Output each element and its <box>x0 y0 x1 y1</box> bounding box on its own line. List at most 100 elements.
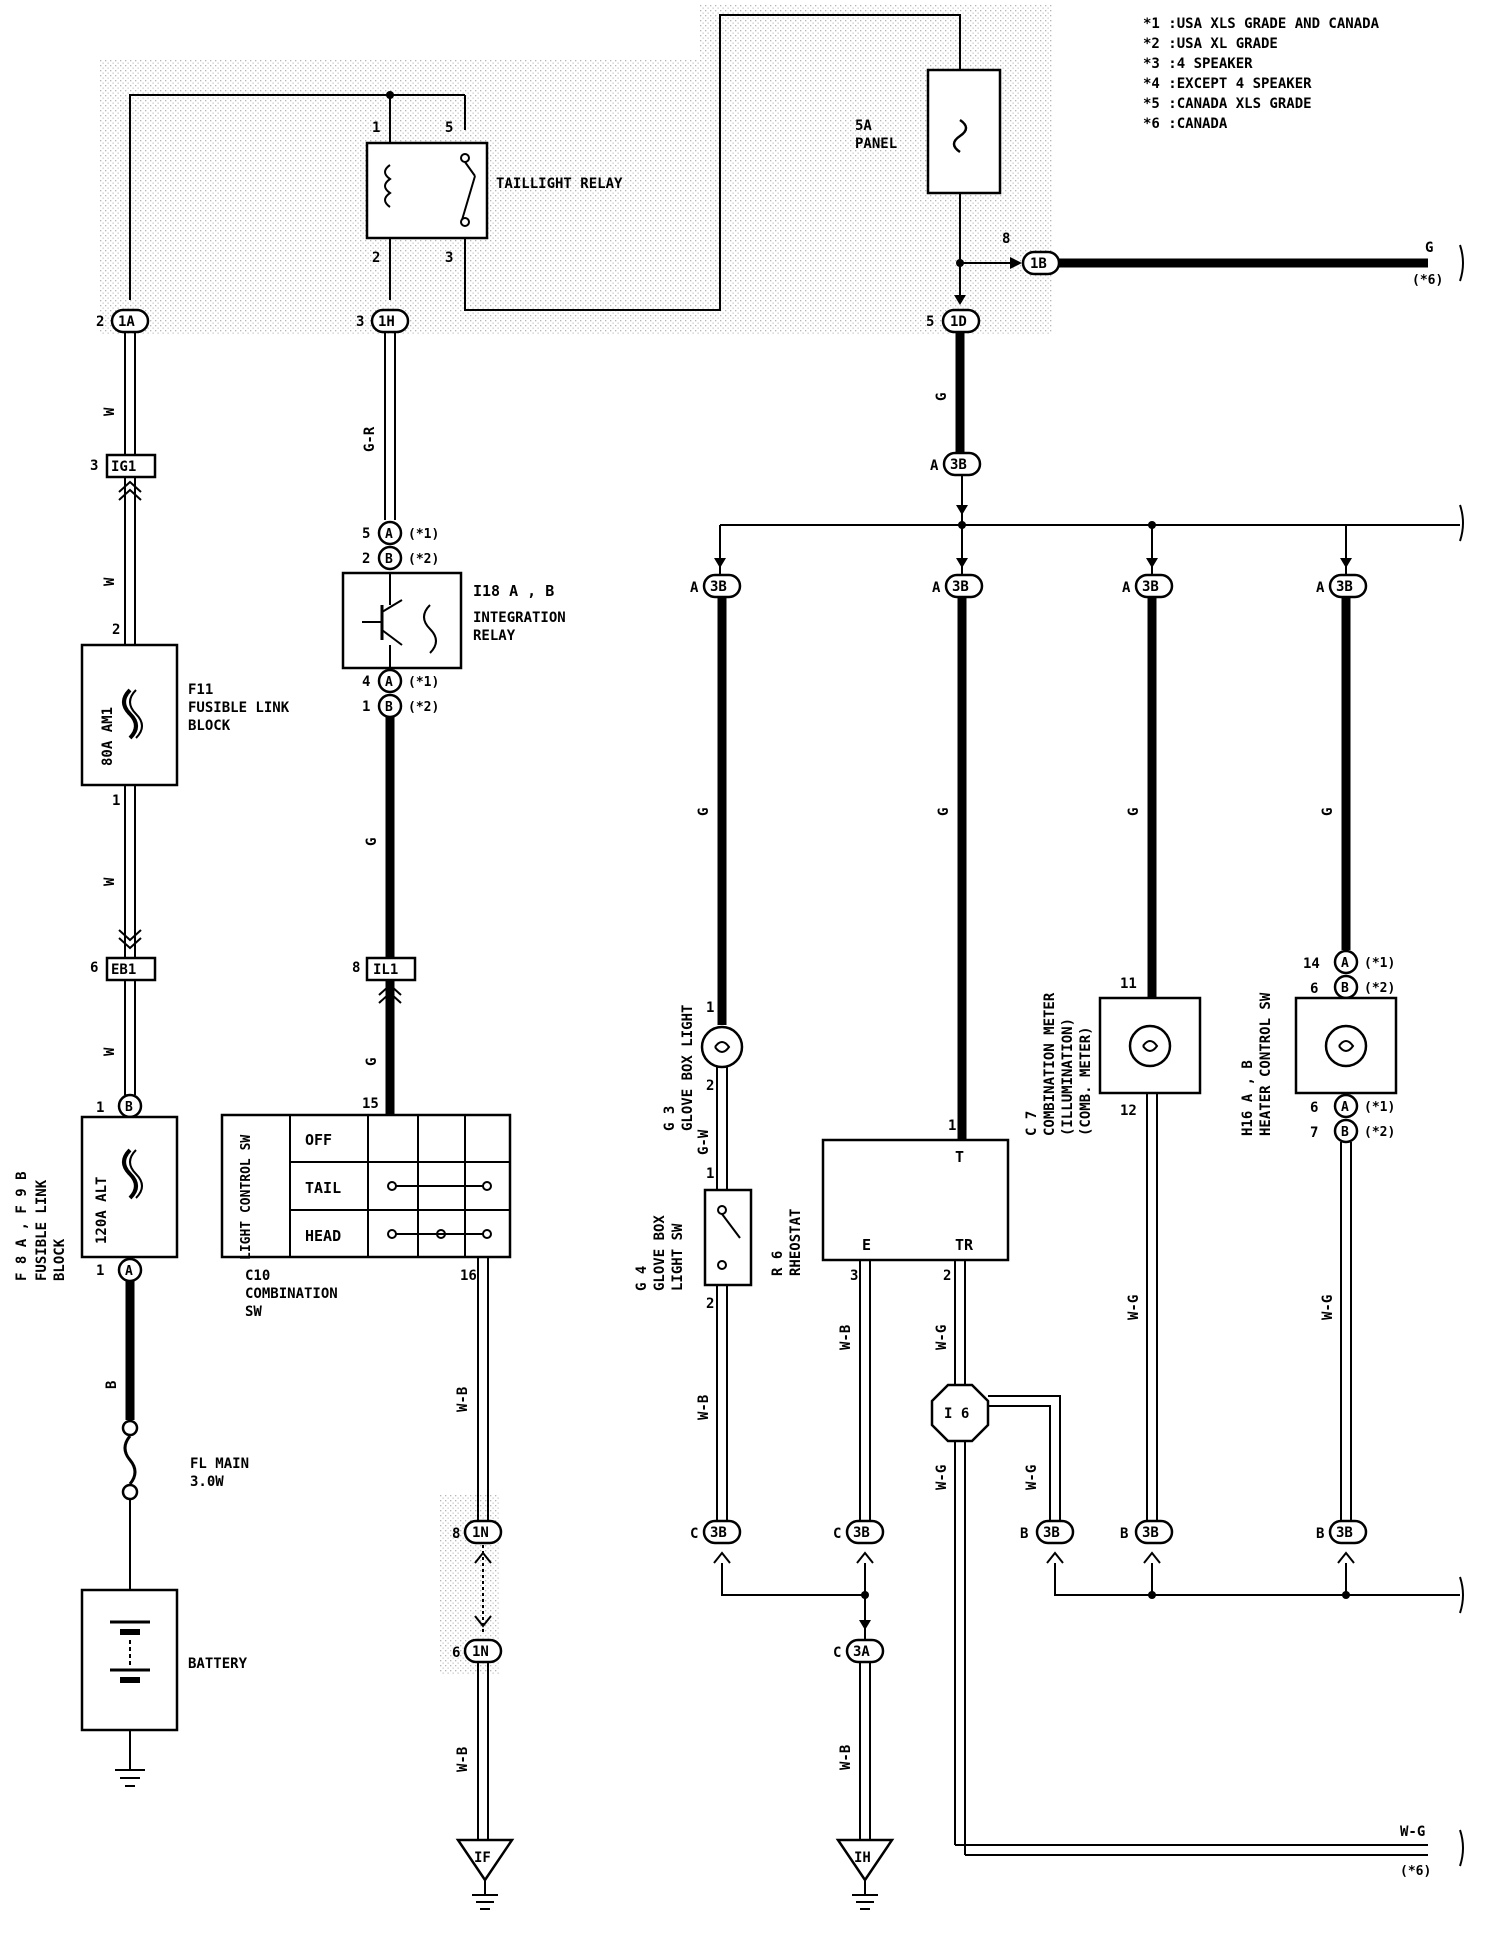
svg-text:B: B <box>1316 1526 1324 1542</box>
svg-text:G-R: G-R <box>362 426 378 452</box>
state-off: OFF <box>305 1131 332 1149</box>
svg-text:3: 3 <box>445 250 453 266</box>
svg-text:1: 1 <box>96 1100 104 1116</box>
glove-box-sw-name-1: GLOVE BOX <box>652 1215 668 1291</box>
c10-name-1: COMBINATION <box>245 1286 338 1302</box>
svg-text:W: W <box>102 407 118 416</box>
svg-text:(*2): (*2) <box>1364 1125 1395 1140</box>
svg-text:8: 8 <box>1002 231 1010 247</box>
connector-1b-branch: 8 1B G (*6) <box>1002 231 1464 288</box>
svg-text:6: 6 <box>452 1645 460 1661</box>
svg-text:A: A <box>385 675 393 690</box>
left-ground-bus: C 3A W-B IH <box>721 1563 895 1910</box>
glove-box-sw-name-2: LIGHT SW <box>670 1223 686 1291</box>
ground-ih: IH <box>854 1850 871 1866</box>
integration-relay-id: I18 A , B <box>473 582 554 600</box>
integration-relay-name-1: INTEGRATION <box>473 610 566 626</box>
taillight-relay: 1 5 2 3 TAILLIGHT RELAY <box>365 120 623 266</box>
svg-text:W-G: W-G <box>934 1465 950 1490</box>
svg-text:2: 2 <box>96 314 104 330</box>
svg-text:W-G: W-G <box>1320 1295 1336 1320</box>
heater-control-branch: G 14 A (*1) 6 B (*2) 6 A (*1) 7 B (*2) H… <box>1240 597 1398 1564</box>
svg-text:6: 6 <box>1310 1100 1318 1116</box>
comb-meter-name-2: (ILLUMINATION) <box>1060 1018 1076 1136</box>
svg-text:W-B: W-B <box>838 1745 854 1770</box>
svg-text:14: 14 <box>1303 956 1320 972</box>
svg-text:16: 16 <box>460 1268 477 1284</box>
svg-text:W-B: W-B <box>455 1387 471 1412</box>
heater-sw-id: H16 A , B <box>1240 1060 1256 1136</box>
svg-text:(*6): (*6) <box>1412 273 1443 288</box>
illumination-feed: 5 1D G A 3B <box>714 295 1464 575</box>
svg-text:W-G: W-G <box>1126 1295 1142 1320</box>
svg-text:3B: 3B <box>1043 1525 1060 1541</box>
svg-text:B: B <box>385 700 393 715</box>
connector-1h: 1H <box>378 314 395 330</box>
svg-text:G: G <box>1425 240 1433 256</box>
svg-text:4: 4 <box>362 674 370 690</box>
svg-text:3B: 3B <box>1142 579 1159 595</box>
svg-text:3: 3 <box>356 314 364 330</box>
svg-text:1: 1 <box>362 699 370 715</box>
connector-ig1: IG1 <box>111 459 136 475</box>
svg-text:3B: 3B <box>952 579 969 595</box>
svg-text:1: 1 <box>96 1263 104 1279</box>
svg-text:80A AM1: 80A AM1 <box>100 707 116 766</box>
svg-text:W: W <box>102 877 118 886</box>
svg-text:(*6): (*6) <box>1400 1864 1431 1879</box>
svg-text:3B: 3B <box>1336 1525 1353 1541</box>
svg-text:3: 3 <box>850 1268 858 1284</box>
svg-text:W: W <box>102 1047 118 1056</box>
svg-text:11: 11 <box>1120 976 1137 992</box>
svg-text:I 6: I 6 <box>944 1406 969 1422</box>
svg-text:1: 1 <box>706 1000 714 1016</box>
svg-text:8: 8 <box>452 1526 460 1542</box>
svg-text:C: C <box>690 1526 698 1542</box>
svg-text:B: B <box>385 552 393 567</box>
svg-text:B: B <box>104 1381 120 1389</box>
state-tail: TAIL <box>305 1179 341 1197</box>
svg-text:(*1): (*1) <box>1364 956 1395 971</box>
integration-relay-name-2: RELAY <box>473 628 516 644</box>
svg-text:(*1): (*1) <box>1364 1100 1395 1115</box>
svg-text:TR: TR <box>955 1236 974 1254</box>
svg-text:W: W <box>102 577 118 586</box>
svg-text:G: G <box>934 393 950 401</box>
svg-text:G: G <box>1320 808 1336 816</box>
svg-text:W-G: W-G <box>934 1325 950 1350</box>
svg-text:1: 1 <box>706 1166 714 1182</box>
c10-name-2: SW <box>245 1304 262 1320</box>
connector-1b: 1B <box>1030 256 1047 272</box>
svg-text:W-B: W-B <box>455 1747 471 1772</box>
svg-text:A: A <box>385 527 393 542</box>
svg-text:120A ALT: 120A ALT <box>94 1177 110 1244</box>
svg-text:PANEL: PANEL <box>855 136 897 152</box>
svg-text:G: G <box>936 808 952 816</box>
svg-text:3B: 3B <box>1336 579 1353 595</box>
state-head: HEAD <box>305 1227 341 1245</box>
note-5: *5 :CANADA XLS GRADE <box>1143 96 1312 112</box>
svg-text:G: G <box>364 1058 380 1066</box>
note-2: *2 :USA XL GRADE <box>1143 36 1278 52</box>
connector-3b-main: 3B <box>950 457 967 473</box>
svg-text:3B: 3B <box>710 579 727 595</box>
heater-sw-name: HEATER CONTROL SW <box>1258 992 1274 1136</box>
comb-meter-branch: G 11 12 C 7 COMBINATION METER (ILLUMINAT… <box>1024 597 1202 1564</box>
f11-id: F11 <box>188 682 213 698</box>
glove-box-branch: G 1 2 G 3 GLOVE BOX LIGHT G-W 1 2 G 4 GL… <box>634 597 753 1564</box>
svg-text:7: 7 <box>1310 1125 1318 1141</box>
svg-text:A: A <box>1316 580 1325 596</box>
svg-text:C: C <box>833 1526 841 1542</box>
note-6: *6 :CANADA <box>1143 116 1228 132</box>
svg-text:A: A <box>125 1264 133 1279</box>
svg-text:(*2): (*2) <box>408 700 439 715</box>
svg-text:1: 1 <box>948 1118 956 1134</box>
notes-legend: *1 :USA XLS GRADE AND CANADA *2 :USA XL … <box>1143 16 1380 132</box>
junction-i6: I 6 W-G W-G W-G (*6) <box>930 1383 1464 1879</box>
alt-fusible-name-1: FUSIBLE LINK <box>34 1179 50 1281</box>
svg-text:A: A <box>930 458 939 474</box>
svg-text:2: 2 <box>112 622 120 638</box>
svg-text:15: 15 <box>362 1096 379 1112</box>
note-3: *3 :4 SPEAKER <box>1143 56 1253 72</box>
svg-text:G-W: G-W <box>696 1129 712 1155</box>
